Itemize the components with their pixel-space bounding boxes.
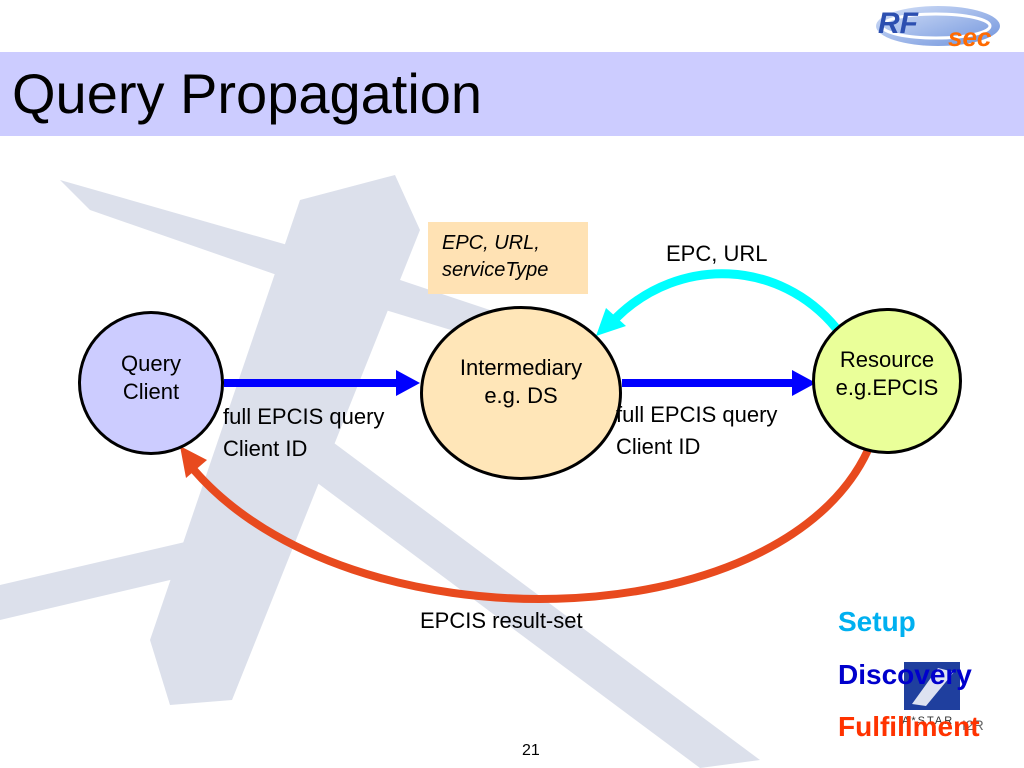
register-arrow-label: EPC, URL [666,241,768,266]
result-set-label: EPCIS result-set [420,608,583,633]
legend-setup: Setup [838,606,916,637]
resource-label-line1: Resource [839,347,935,372]
resource-node: Resource e.g.EPCIS [812,308,962,454]
astar-logo-mark: I2R [962,717,984,733]
title-bar [0,52,1024,136]
astar-logo: I2R A*STAR [902,662,984,733]
client-query-label-line1: full EPCIS query [223,404,385,429]
arrow-register [596,269,840,336]
watermark-graphic [0,175,760,768]
intermediary-label-line2: e.g. DS [484,383,558,408]
service-type-note: EPC, URL, serviceType [428,222,588,294]
rfsec-logo: RF sec [876,6,1000,52]
page-number: 21 [522,742,540,759]
legend-discovery: Discovery [838,659,972,690]
forwarded-query-label-line1: full EPCIS query [616,402,778,427]
client-query-label: full EPCIS query Client ID [223,401,384,465]
client-query-label-line2: Client ID [223,436,308,461]
forwarded-query-label-line2: Client ID [616,434,701,459]
legend-fulfillment: Fulfillment [838,711,980,742]
forwarded-query-label: full EPCIS query Client ID [616,399,777,463]
page-title: Query Propagation [12,62,483,125]
arrow-intermediary-to-resource [622,370,816,396]
intermediary-node: Intermediary e.g. DS [420,306,622,480]
arrow-client-to-intermediary [224,370,420,396]
query-client-label-line2: Client [122,379,180,404]
service-type-note-line2: serviceType [442,259,549,281]
arrow-result [180,446,872,603]
query-client-node: Query Client [78,311,224,455]
intermediary-label-line1: Intermediary [459,355,583,380]
rfsec-logo-rf: RF [878,7,919,40]
resource-label-line2: e.g.EPCIS [835,375,939,400]
service-type-note-line1: EPC, URL, [442,232,540,254]
rfsec-logo-sec: sec [948,22,992,52]
query-client-label-line1: Query [121,351,181,376]
astar-logo-name: A*STAR [902,715,954,727]
